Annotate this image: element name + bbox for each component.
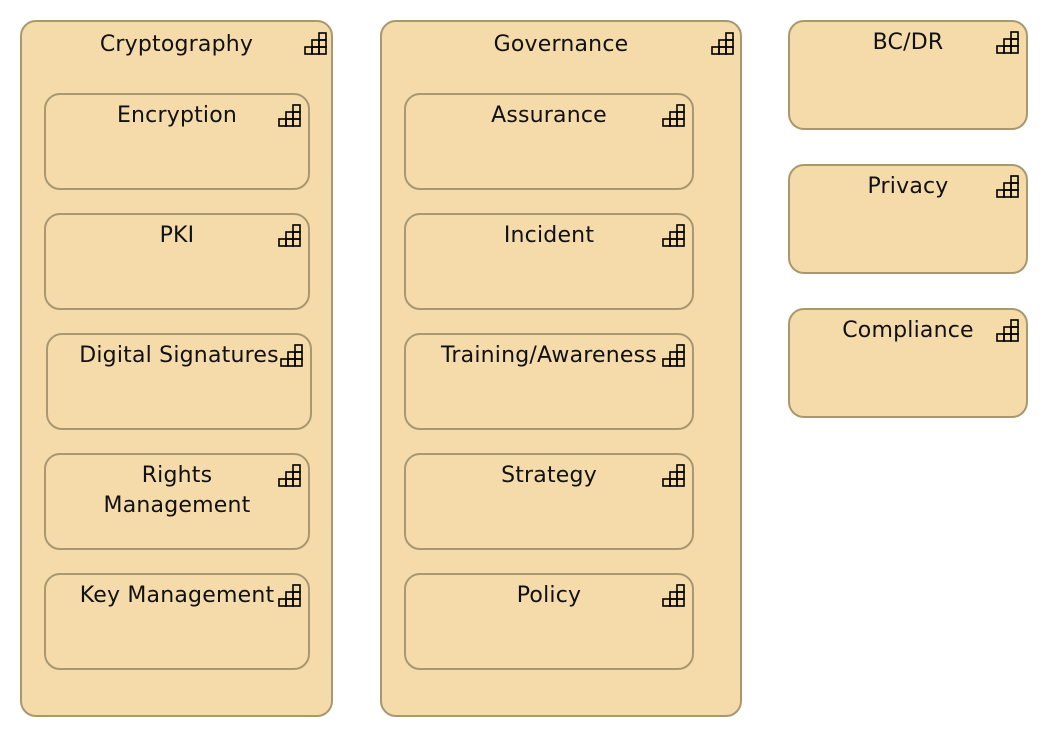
incident-box[interactable]: Incident xyxy=(404,213,694,310)
encryption-label: Encryption xyxy=(116,103,238,128)
training-awareness-label: Training/Awareness xyxy=(441,343,657,368)
capability-icon xyxy=(660,343,686,369)
capability-icon xyxy=(994,174,1020,200)
capability-icon xyxy=(660,223,686,249)
capability-icon xyxy=(276,103,302,129)
capability-icon xyxy=(660,463,686,489)
governance-group[interactable]: Governance Assurance Incident Training/A… xyxy=(380,20,742,717)
training-awareness-box[interactable]: Training/Awareness xyxy=(404,333,694,430)
encryption-box[interactable]: Encryption xyxy=(44,93,310,190)
capability-icon xyxy=(709,31,735,57)
cryptography-group[interactable]: Cryptography Encryption PKI Digital Sign… xyxy=(20,20,333,717)
digital-signatures-box[interactable]: Digital Signatures xyxy=(46,333,312,430)
policy-label: Policy xyxy=(516,583,582,608)
policy-box[interactable]: Policy xyxy=(404,573,694,670)
compliance-box[interactable]: Compliance xyxy=(788,308,1028,418)
capability-icon xyxy=(660,103,686,129)
privacy-box[interactable]: Privacy xyxy=(788,164,1028,274)
capability-icon xyxy=(994,318,1020,344)
capability-icon xyxy=(302,31,328,57)
assurance-label: Assurance xyxy=(491,103,607,128)
assurance-box[interactable]: Assurance xyxy=(404,93,694,190)
key-management-box[interactable]: Key Management xyxy=(44,573,310,670)
capability-icon xyxy=(276,463,302,489)
bcdr-box[interactable]: BC/DR xyxy=(788,20,1028,130)
pki-label: PKI xyxy=(159,223,195,248)
rights-management-label: Rights Management xyxy=(103,463,251,518)
rights-management-box[interactable]: Rights Management xyxy=(44,453,310,550)
pki-box[interactable]: PKI xyxy=(44,213,310,310)
capability-icon xyxy=(660,583,686,609)
bcdr-label: BC/DR xyxy=(872,30,944,55)
key-management-label: Key Management xyxy=(79,583,275,608)
cryptography-label: Cryptography xyxy=(99,32,254,57)
capability-icon xyxy=(994,30,1020,56)
strategy-label: Strategy xyxy=(501,463,597,488)
capability-icon xyxy=(276,223,302,249)
capability-icon xyxy=(278,343,304,369)
capability-icon xyxy=(276,583,302,609)
digital-signatures-label: Digital Signatures xyxy=(79,343,279,368)
incident-label: Incident xyxy=(503,223,595,248)
compliance-label: Compliance xyxy=(842,318,974,343)
governance-label: Governance xyxy=(493,32,629,57)
privacy-label: Privacy xyxy=(867,174,949,199)
strategy-box[interactable]: Strategy xyxy=(404,453,694,550)
